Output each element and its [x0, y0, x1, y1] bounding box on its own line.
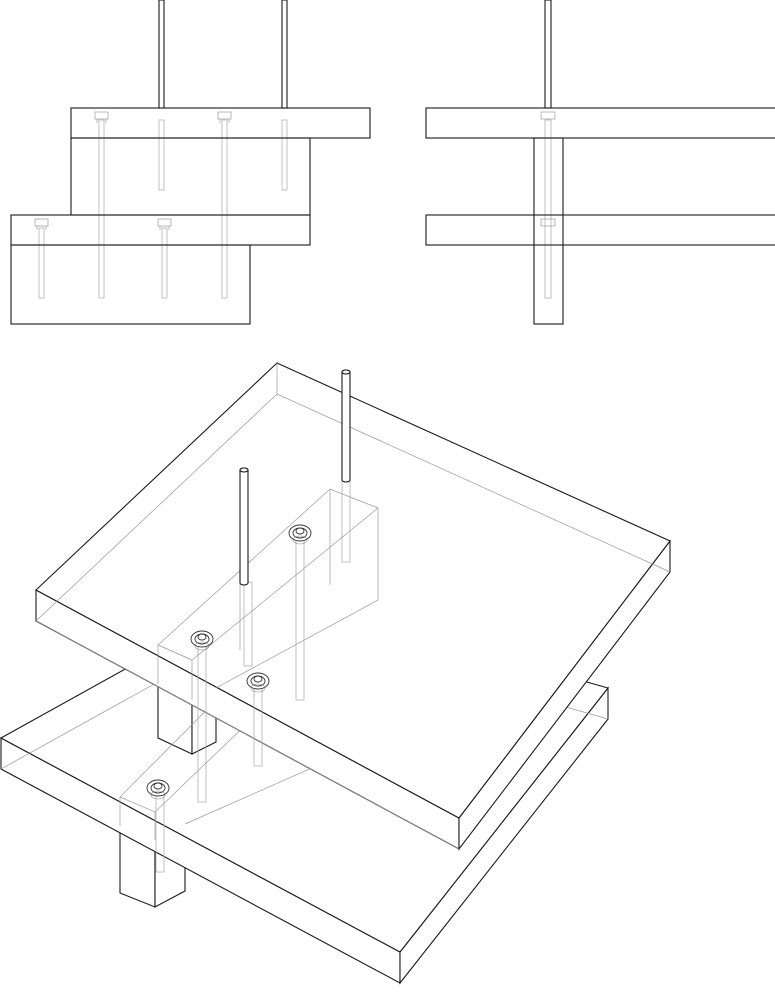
iso-protruding-rods: [239, 369, 351, 586]
nut-icon: [146, 779, 170, 800]
nuts-front: [34, 111, 232, 230]
iso-rod-front: [239, 467, 249, 586]
upper-shelf: [70, 107, 371, 139]
side-column: [533, 137, 564, 325]
nut-icon: [246, 672, 270, 693]
isometric-view: [0, 362, 671, 985]
lower-block: [10, 244, 251, 325]
side-hidden-rod: [544, 119, 552, 299]
upper-block: [70, 137, 311, 216]
nut-icon: [190, 630, 214, 651]
iso-upper-shelf: [35, 362, 671, 851]
side-elevation-view: [425, 0, 775, 325]
rod-front-2: [281, 0, 288, 109]
lower-shelf: [10, 214, 311, 246]
side-upper-shelf: [425, 107, 775, 139]
iso-nuts: [146, 524, 312, 800]
hidden-rods-front: [38, 119, 288, 299]
nut-icon: [288, 524, 312, 545]
side-lower-shelf: [425, 214, 775, 246]
side-rod: [544, 0, 552, 109]
rod-front-1: [158, 0, 165, 109]
iso-rod-back: [341, 369, 351, 483]
front-elevation-view: [10, 0, 371, 325]
